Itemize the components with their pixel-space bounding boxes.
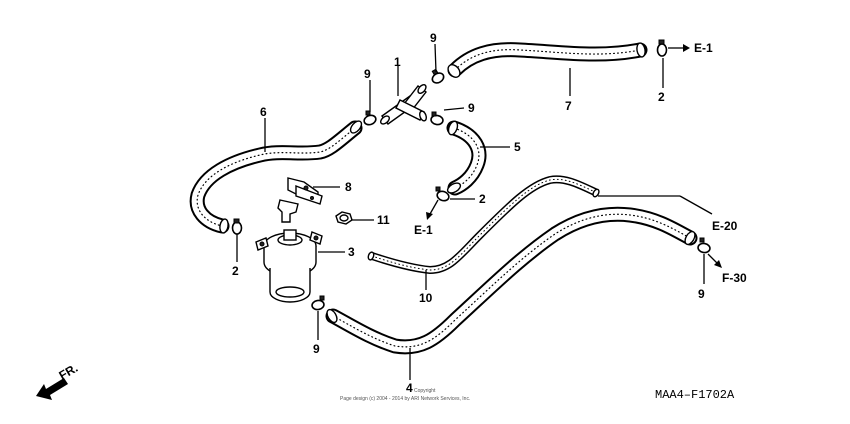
callout-6: 6	[260, 105, 267, 119]
clamp-9-right-joint[interactable]	[430, 111, 444, 126]
callout-3: 3	[348, 245, 355, 259]
callout-10: 10	[419, 291, 433, 305]
callout-11: 11	[377, 213, 390, 227]
callout-5: 5	[514, 140, 521, 154]
hose-6[interactable]	[189, 119, 363, 234]
ref-e1-top: E-1	[694, 41, 713, 55]
callout-1: 1	[394, 55, 401, 69]
diagram-code: MAA4–F1702A	[655, 388, 735, 402]
hose-4[interactable]	[325, 206, 698, 355]
front-direction-arrow: FR.	[36, 361, 80, 400]
tube-10[interactable]	[367, 175, 600, 274]
callout-2-mid: 2	[479, 192, 486, 206]
hose-7[interactable]	[446, 42, 648, 79]
callout-9-right: 9	[698, 287, 705, 301]
ref-e1-mid: E-1	[414, 223, 433, 237]
hose-5[interactable]	[446, 120, 487, 196]
copyright-line-1: Copyright	[414, 388, 436, 394]
bracket-8[interactable]	[277, 177, 323, 223]
clamp-9-left-joint[interactable]	[363, 110, 377, 126]
clamp-9-right[interactable]	[697, 237, 711, 254]
callout-9-bottom: 9	[313, 342, 320, 356]
callout-4: 4	[406, 381, 413, 395]
clamp-2-top-right[interactable]	[656, 39, 668, 57]
callout-7: 7	[565, 99, 572, 113]
clamp-9-top[interactable]	[431, 68, 446, 85]
clamp-9-bottom[interactable]	[311, 295, 325, 311]
clamp-2-mid[interactable]	[435, 186, 450, 202]
copyright-line-2: Page design (c) 2004 - 2014 by ARI Netwo…	[340, 396, 470, 402]
ref-f30: F-30	[722, 271, 747, 285]
callout-9-left: 9	[364, 67, 371, 81]
callout-9-joint: 9	[468, 101, 475, 115]
nut-11[interactable]	[335, 211, 353, 225]
front-arrow-icon	[36, 378, 68, 400]
ref-arrows	[426, 44, 722, 268]
section-refs: E-1 E-1 E-20 F-30	[414, 41, 747, 285]
air-injection-valve-3[interactable]	[255, 229, 323, 303]
callout-8: 8	[345, 180, 352, 194]
callout-2-left: 2	[232, 264, 239, 278]
joint-1[interactable]	[379, 83, 427, 125]
ref-e20: E-20	[712, 219, 738, 233]
front-label: FR.	[57, 361, 81, 383]
clamp-2-left[interactable]	[231, 218, 243, 235]
callout-labels: 1 9 9 9 7 2 6 5 8 2 11 3 2 10 9 9 4	[232, 31, 705, 395]
leader-lines	[236, 43, 713, 380]
callout-9-top: 9	[430, 31, 437, 45]
callout-2-top: 2	[658, 90, 665, 104]
